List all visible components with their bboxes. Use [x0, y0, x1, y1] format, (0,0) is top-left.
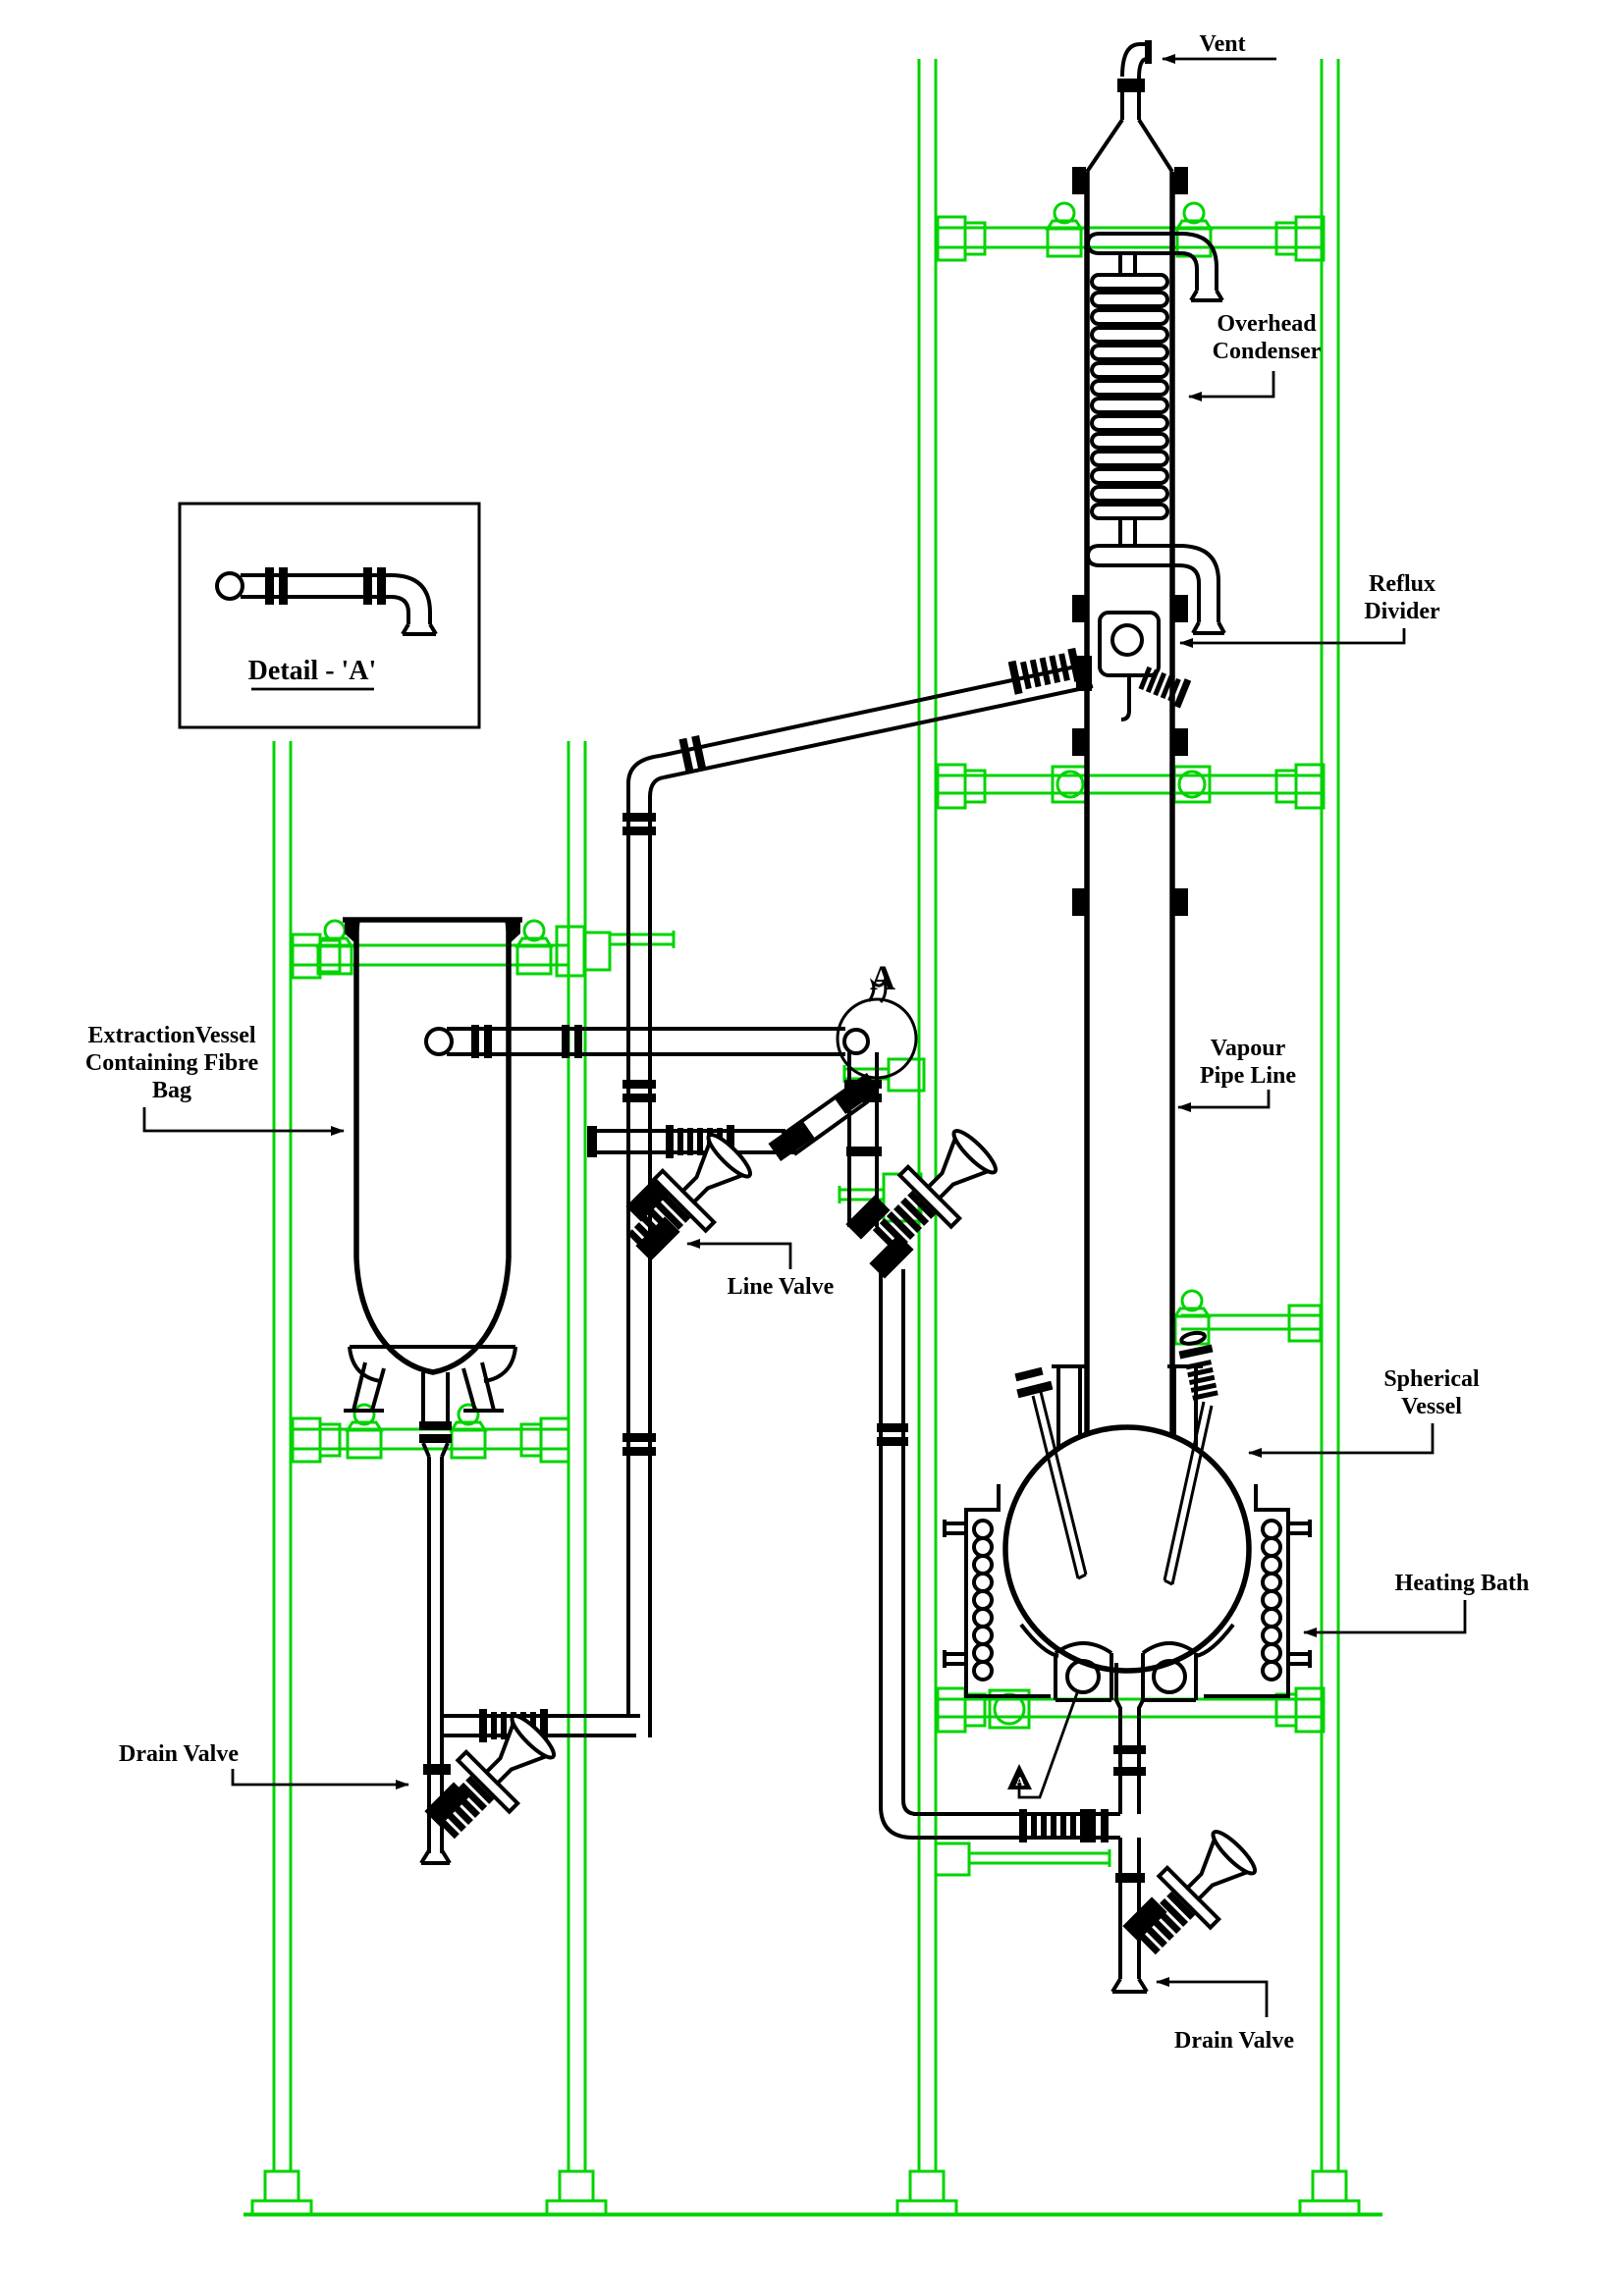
scaffold-post-3: [917, 59, 938, 2171]
condenser-water-inlet: [1085, 232, 1224, 302]
overhead-condenser-coil: [1090, 273, 1169, 520]
svg-text:Drain Valve: Drain Valve: [1174, 2028, 1294, 2054]
label-detail-point-a: A: [870, 958, 895, 997]
column-flange-left: [1072, 888, 1086, 916]
scaffold-stub-sphere: [1173, 1289, 1323, 1346]
svg-text:Vessel: Vessel: [1401, 1394, 1462, 1419]
extraction-drain-line: [417, 1372, 640, 1865]
reflux-transfer-line: [626, 647, 1094, 798]
label-vent: Vent: [1162, 31, 1276, 64]
downcomer-pipe: [623, 781, 656, 1737]
label-overhead-condenser: Overhead Condenser: [1188, 311, 1322, 401]
detail-a-caption: Detail - 'A': [248, 656, 377, 686]
sphere-ports: [1014, 1330, 1218, 1586]
triangle-marker-label: A: [1015, 1774, 1025, 1789]
column-flange-right: [1174, 888, 1188, 916]
svg-text:Reflux: Reflux: [1369, 571, 1435, 597]
vent-pipe: [1117, 40, 1152, 120]
svg-text:Condenser: Condenser: [1213, 339, 1322, 364]
line-valve-right: [859, 1120, 1006, 1267]
scaffold-bases: [244, 2169, 1382, 2216]
return-pipe: [877, 1269, 1120, 1842]
label-line-valve: Line Valve: [686, 1239, 835, 1300]
label-drain-valve-extraction: Drain Valve: [119, 1741, 409, 1789]
scaffold-frame: [244, 59, 1382, 2216]
svg-text:Heating Bath: Heating Bath: [1395, 1571, 1530, 1596]
svg-text:ExtractionVessel: ExtractionVessel: [87, 1023, 255, 1048]
svg-text:Line Valve: Line Valve: [728, 1274, 835, 1300]
svg-text:Bag: Bag: [152, 1078, 191, 1103]
label-vapour-pipe-line: Vapour Pipe Line: [1177, 1036, 1296, 1112]
scaffold-post-2: [567, 741, 587, 2171]
heating-coil-left: [972, 1519, 994, 1682]
detail-a-balloon: [836, 976, 918, 1080]
reflux-divider-assembly: [1072, 595, 1192, 756]
scaffold-post-4: [1320, 59, 1340, 2171]
column-head: [1072, 118, 1188, 194]
scaffold-crossbar-top: [936, 201, 1326, 262]
svg-text:Containing Fibre: Containing Fibre: [85, 1050, 259, 1076]
triangle-marker: A: [1007, 1689, 1080, 1799]
sphere-port-adapter: [1178, 1330, 1218, 1401]
vessel-transfer-pipe: [424, 1025, 882, 1227]
condenser-water-outlet: [1085, 518, 1226, 635]
extraction-vessel: [343, 917, 522, 1413]
column-walls: [1084, 172, 1175, 1435]
label-heating-bath: Heating Bath: [1303, 1571, 1530, 1637]
label-spherical-vessel: Spherical Vessel: [1248, 1366, 1480, 1458]
heating-bath-assembly: [943, 1484, 1312, 1702]
scaffold-crossbar-vessel-top: [291, 919, 676, 980]
label-extraction-vessel: ExtractionVessel Containing Fibre Bag: [85, 1023, 345, 1136]
scaffold-post-1: [272, 741, 293, 2171]
svg-text:Divider: Divider: [1364, 599, 1440, 624]
product-takeoff: [1138, 666, 1192, 709]
svg-text:Vapour: Vapour: [1211, 1036, 1286, 1061]
svg-text:Spherical: Spherical: [1383, 1366, 1480, 1392]
scaffold-crossbar-mid: [936, 763, 1326, 810]
annotations: Vent Overhead Condenser Reflux Divider E…: [85, 31, 1529, 2054]
valve-manifold: [587, 1072, 1006, 1279]
svg-text:Drain Valve: Drain Valve: [119, 1741, 239, 1767]
spherical-vessel-body: [1002, 1424, 1252, 1674]
svg-text:Pipe Line: Pipe Line: [1200, 1063, 1296, 1089]
svg-text:Overhead: Overhead: [1217, 311, 1317, 337]
label-drain-valve-sphere: Drain Valve: [1156, 1977, 1294, 2054]
svg-text:Vent: Vent: [1199, 31, 1245, 57]
detail-a-inset: Detail - 'A': [178, 502, 481, 729]
sphere-drain-line: [1110, 1663, 1266, 1994]
glassware: A Detail - 'A': [178, 40, 1312, 1994]
label-reflux-divider: Reflux Divider: [1179, 571, 1440, 648]
heating-coil-right: [1261, 1519, 1282, 1682]
